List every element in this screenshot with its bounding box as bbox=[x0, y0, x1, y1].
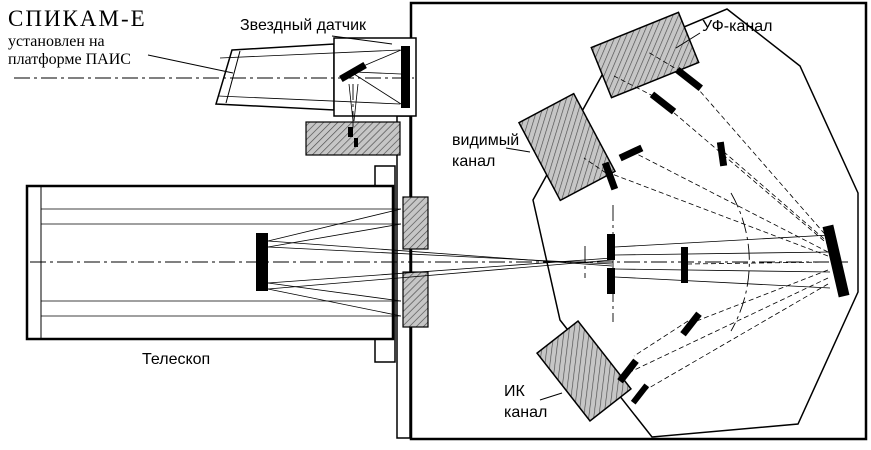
telescope-tube bbox=[25, 184, 395, 341]
slit-upper bbox=[607, 234, 615, 260]
telescope-rays bbox=[41, 208, 613, 317]
star-sensor-label: Звездный датчик bbox=[240, 17, 367, 34]
electronics-detector-mark-2 bbox=[354, 138, 358, 147]
electronics-detector-mark bbox=[348, 127, 353, 137]
telescope-label: Телескоп bbox=[142, 351, 210, 368]
uv-channel-label: УФ-канал bbox=[702, 18, 772, 35]
fold-mirror-uv-1 bbox=[675, 67, 703, 91]
subtitle-line2: платформе ПАИС bbox=[8, 51, 131, 68]
star-sensor-mirror-bar bbox=[401, 46, 410, 108]
optical-axes bbox=[14, 77, 848, 332]
baffle-inner-edge bbox=[225, 50, 241, 104]
visible-channel-label-line1: видимый bbox=[452, 132, 519, 149]
label-pointers bbox=[147, 32, 701, 401]
ir-detector bbox=[535, 320, 633, 422]
primary-mirror-upper bbox=[402, 196, 429, 250]
ir-pointer-line bbox=[539, 392, 563, 401]
star-sensor-assembly bbox=[215, 37, 417, 156]
subtitle-line1: установлен на bbox=[8, 33, 105, 50]
uv-detector bbox=[590, 11, 700, 99]
fold-mirror-ir-2 bbox=[617, 358, 639, 384]
fold-mirror-vis-1 bbox=[618, 144, 644, 162]
fold-mirror-ir-3 bbox=[630, 383, 650, 405]
primary-mirror-lower bbox=[402, 271, 429, 328]
page-title: СПИКАМ-Е bbox=[8, 6, 147, 31]
visible-channel-label-line2: канал bbox=[452, 153, 495, 170]
detectors bbox=[402, 11, 700, 422]
visible-detector bbox=[517, 92, 617, 202]
telescope-assembly bbox=[25, 184, 395, 341]
ir-channel-label-line2: канал bbox=[504, 404, 547, 421]
fold-mirror-ir-1 bbox=[680, 311, 702, 337]
slit-lower bbox=[607, 268, 615, 294]
fold-mirror-vis-2 bbox=[601, 161, 619, 191]
uv-pointer-line bbox=[675, 32, 701, 49]
ir-channel-label-line1: ИК bbox=[504, 383, 526, 400]
collimator-element bbox=[681, 247, 688, 283]
star-sensor-fold-mirror bbox=[339, 61, 367, 83]
visible-pointer-line bbox=[505, 147, 531, 153]
star-sensor-rays bbox=[217, 49, 402, 122]
fold-mirror-top bbox=[716, 141, 728, 167]
title-pointer-line bbox=[147, 54, 234, 74]
spectrometer-rays bbox=[583, 51, 831, 393]
star-sensor-pointer-line bbox=[331, 35, 393, 45]
